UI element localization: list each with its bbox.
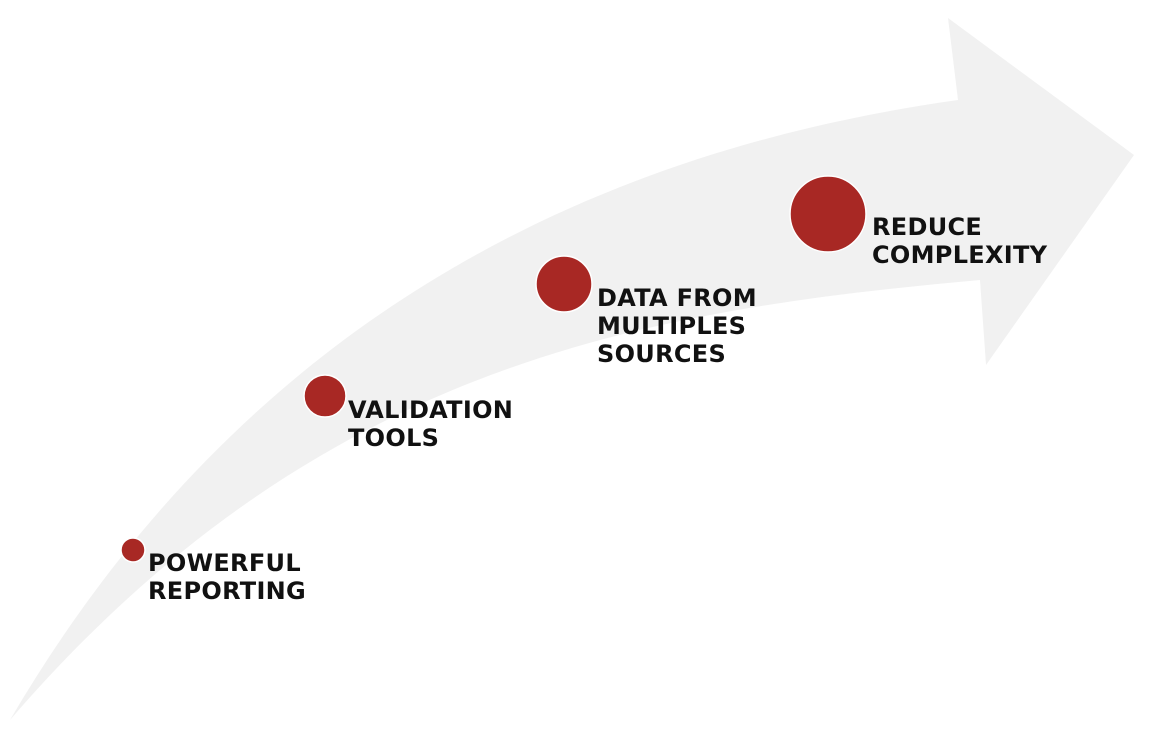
step-label-line: DATA FROM — [597, 284, 757, 312]
step-label-line: SOURCES — [597, 340, 727, 368]
step-label-line: VALIDATION — [348, 396, 514, 424]
step-label-line: REDUCE — [872, 213, 983, 241]
step-dot-2 — [303, 374, 347, 418]
step-dot-1 — [120, 537, 146, 563]
step-dot-4 — [789, 175, 867, 253]
step-label-validation-tools: VALIDATION TOOLS — [348, 396, 513, 452]
step-label-data-from-multiples-sources: DATA FROM MULTIPLES SOURCES — [597, 284, 757, 368]
step-label-line: MULTIPLES — [597, 312, 747, 340]
step-dot-3 — [535, 255, 593, 313]
step-label-reduce-complexity: REDUCE COMPLEXITY — [872, 213, 1047, 269]
step-label-line: POWERFUL — [148, 549, 301, 577]
step-label-powerful-reporting: POWERFUL REPORTING — [148, 549, 306, 605]
curved-arrow — [10, 18, 1134, 720]
step-label-line: TOOLS — [348, 424, 440, 452]
step-label-line: REPORTING — [148, 577, 307, 605]
step-label-line: COMPLEXITY — [872, 241, 1048, 269]
